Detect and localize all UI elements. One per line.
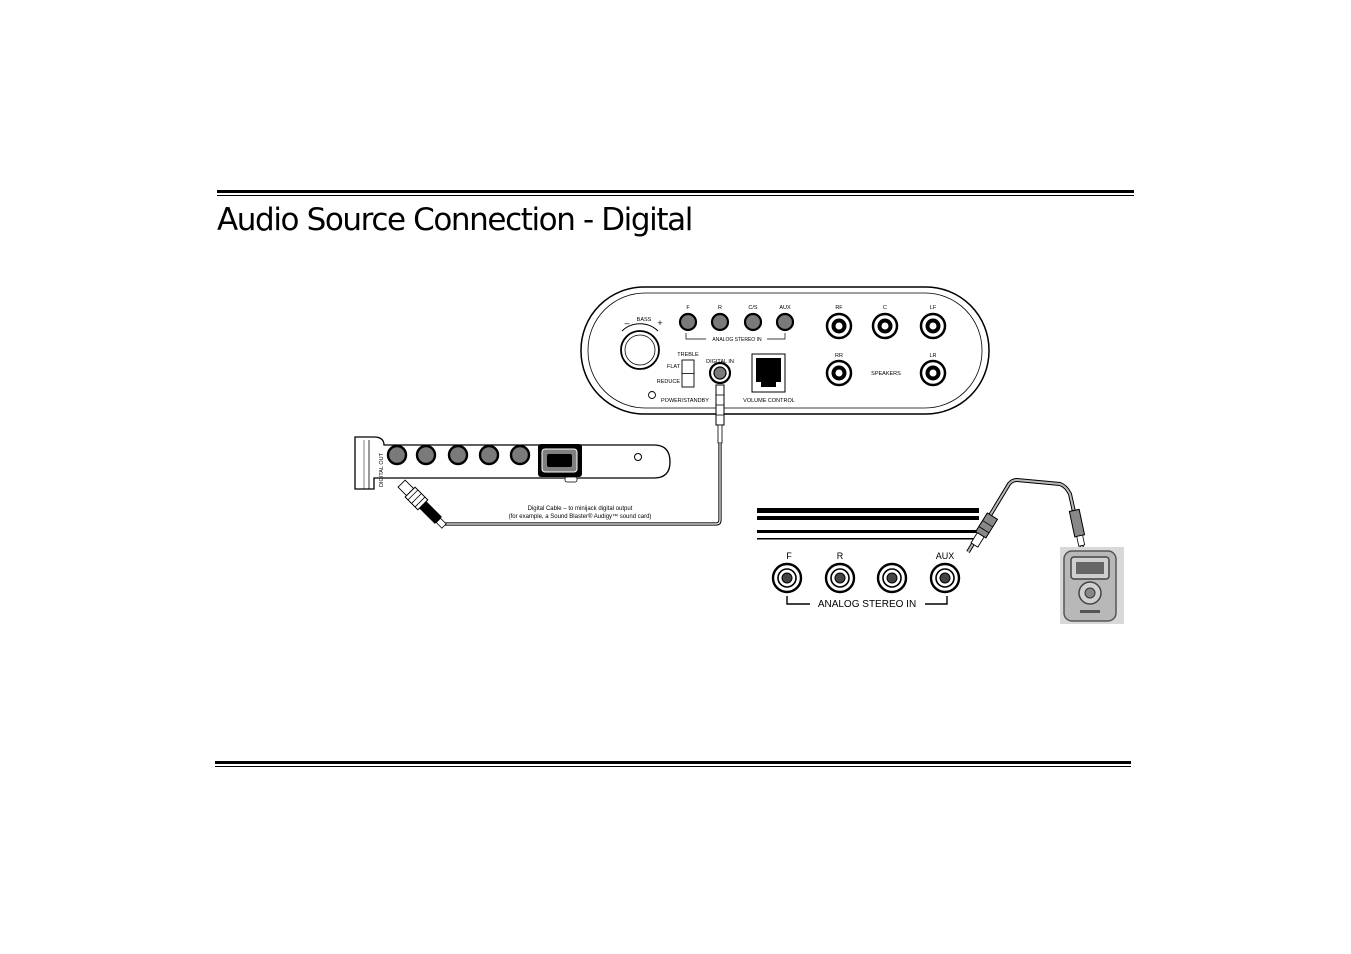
detail-group-label: ANALOG STEREO IN [818, 599, 916, 610]
pod-input-cs-label: C/S [748, 305, 758, 311]
card-jack-3[interactable] [447, 444, 469, 466]
pod-input-r-label: R [718, 305, 722, 311]
pod-analog-jacks [678, 312, 795, 332]
speaker-lf-label: LF [930, 305, 937, 311]
card-jack-4[interactable] [478, 444, 500, 466]
cable-caption-line1: Digital Cable – to minijack digital outp… [528, 506, 633, 512]
speaker-jack-rr[interactable] [825, 359, 853, 387]
volume-control-port[interactable] [751, 353, 786, 393]
bracket-screw-hole [634, 453, 642, 461]
pod-input-f-label: F [686, 305, 690, 311]
treble-switch[interactable] [681, 359, 695, 388]
speaker-lr-label: LR [929, 353, 936, 359]
jack-cs[interactable] [743, 312, 763, 332]
detail-jack-r[interactable] [824, 562, 856, 594]
bottom-rule [215, 761, 1131, 767]
pod-input-aux-label: AUX [779, 305, 791, 311]
speakers-label: SPEAKERS [871, 371, 901, 377]
volume-control-label: VOLUME CONTROL [743, 398, 795, 404]
player-plug [1068, 508, 1086, 547]
speaker-jacks-top [825, 312, 947, 340]
digital-in-jack[interactable] [708, 361, 732, 385]
detail-input-aux-label: AUX [936, 551, 955, 561]
jack-r[interactable] [710, 312, 730, 332]
treble-label: TREBLE [677, 352, 699, 358]
detail-input-f-label: F [786, 551, 792, 561]
jack-f[interactable] [678, 312, 698, 332]
card-jack-2[interactable] [415, 444, 437, 466]
flat-label: FLAT [667, 364, 681, 370]
bass-label: BASS [637, 317, 652, 323]
detail-jack-3[interactable] [876, 562, 908, 594]
portable-player [1060, 547, 1124, 624]
detail-input-r-label: R [837, 551, 844, 561]
speaker-jack-lr[interactable] [919, 359, 947, 387]
speaker-rr-label: RR [835, 353, 843, 359]
digital-cable [397, 384, 725, 529]
power-led [648, 391, 656, 399]
aux-plug [970, 512, 999, 548]
card-jack-5[interactable] [509, 444, 531, 466]
pod-analog-group-label: ANALOG STEREO IN [712, 337, 762, 343]
card-jacks [386, 444, 531, 466]
speaker-jack-rf[interactable] [825, 312, 853, 340]
control-pod: BASS – + F R C/S AUX ANALOG STEREO IN TR… [580, 286, 990, 415]
sound-card-bracket: DIGITAL OUT [354, 436, 671, 490]
bass-plus-label: + [657, 318, 662, 328]
digital-out-plug [397, 479, 447, 529]
bass-knob[interactable] [620, 323, 660, 370]
firewire-port[interactable] [538, 444, 582, 477]
page-title: Audio Source Connection - Digital [217, 202, 693, 238]
speaker-jack-c[interactable] [871, 312, 899, 340]
speaker-jack-lf[interactable] [919, 312, 947, 340]
jack-aux[interactable] [775, 312, 795, 332]
top-rule [217, 190, 1134, 196]
detail-jack-aux[interactable] [929, 562, 961, 594]
card-jack-digital-out[interactable] [386, 444, 408, 466]
stereo-cable [966, 477, 1086, 554]
detail-jack-f[interactable] [771, 562, 803, 594]
reduce-label: REDUCE [657, 379, 681, 385]
digital-out-label: DIGITAL OUT [379, 452, 385, 487]
bass-minus-label: – [624, 318, 629, 328]
detail-panel: F R AUX ANALOG STEREO IN [757, 508, 979, 610]
speaker-c-label: C [883, 305, 887, 311]
speaker-rf-label: RF [835, 305, 843, 311]
power-standby-label: POWER/STANDBY [661, 398, 709, 404]
cable-caption-line2: (for example, a Sound Blaster® Audigy™ s… [509, 513, 652, 520]
speaker-jacks-bottom [825, 359, 947, 387]
